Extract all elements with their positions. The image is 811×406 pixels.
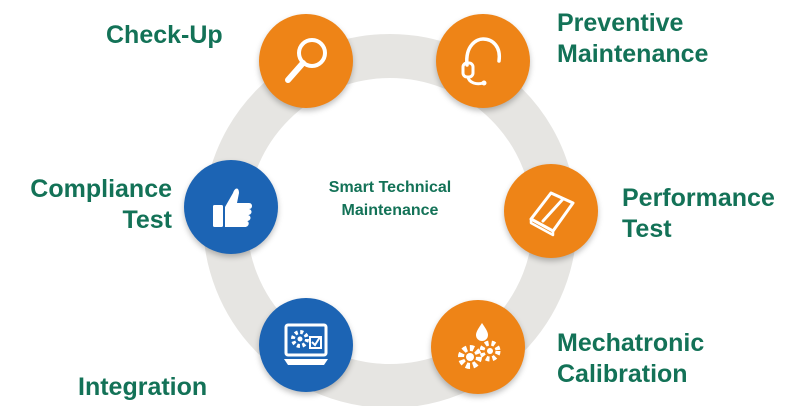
node-compliance-test [184, 160, 278, 254]
check-up-label: Check-Up [106, 21, 223, 49]
node-preventive-maintenance [436, 14, 530, 108]
notebook-pen-icon [521, 181, 581, 241]
mechatronic-label-line1: Mechatronic [557, 329, 705, 357]
preventive-label-line2: Maintenance [557, 40, 709, 68]
monitor-gear-icon [276, 315, 336, 375]
mechatronic-label-line2: Calibration [557, 360, 688, 388]
label-compliance-test: Compliance Test [10, 174, 172, 236]
node-check-up [259, 14, 353, 108]
label-check-up: Check-Up [106, 20, 223, 51]
label-preventive-maintenance: Preventive Maintenance [557, 8, 708, 70]
center-title-line2: Maintenance [341, 202, 439, 219]
node-integration [259, 298, 353, 392]
integration-label: Integration [78, 373, 208, 401]
node-mechatronic-calibration [431, 300, 525, 394]
magnifier-icon [276, 31, 336, 91]
performance-label-line1: Performance [622, 184, 775, 212]
label-mechatronic-calibration: Mechatronic Calibration [557, 328, 704, 390]
gears-oil-drop-icon [448, 317, 508, 377]
label-integration: Integration [78, 372, 207, 403]
headset-icon [453, 31, 513, 91]
performance-label-line2: Test [622, 215, 672, 243]
preventive-label-line1: Preventive [557, 9, 684, 37]
thumbs-up-icon [201, 177, 261, 237]
label-performance-test: Performance Test [622, 183, 775, 245]
center-title-line1: Smart Technical [328, 179, 452, 196]
compliance-label-line1: Compliance [30, 175, 172, 203]
center-title: Smart Technical Maintenance [290, 176, 490, 222]
node-performance-test [504, 164, 598, 258]
compliance-label-line2: Test [122, 206, 172, 234]
